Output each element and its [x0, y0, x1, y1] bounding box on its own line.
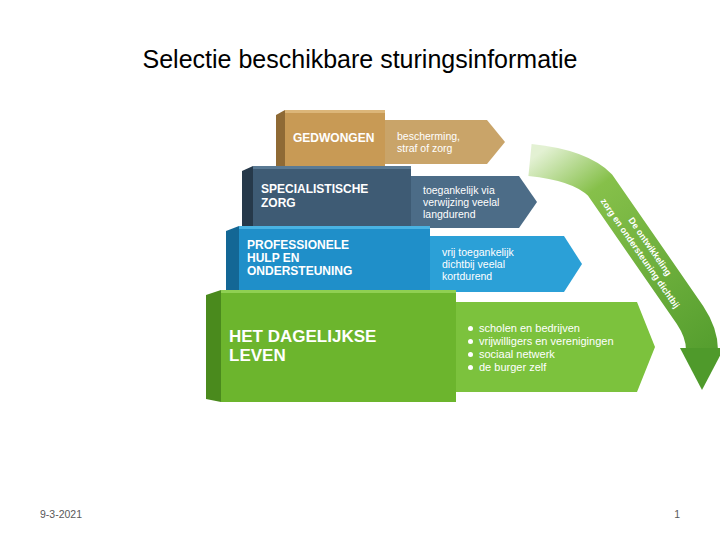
title-box: Selectie beschikbare sturingsinformatie: [0, 44, 720, 74]
step-description: vrij toegankelijk dichtbij veelal kortdu…: [442, 246, 542, 282]
step-top-edge: [221, 290, 456, 293]
description-box: bescherming, straf of zorg: [397, 130, 477, 154]
step-front: [221, 290, 456, 402]
step-band: [428, 236, 582, 292]
bullet-text: sociaal netwerk: [479, 348, 555, 360]
footer-box: 9-3-2021: [40, 508, 160, 521]
step-band: [454, 302, 655, 392]
step-side: [242, 166, 253, 236]
footer-label: 9-3-2021: [40, 508, 160, 521]
step-description: toegankelijk via verwijzing veelal langd…: [423, 184, 515, 220]
footer-label: 1: [560, 508, 680, 521]
step-heading: GEDWONGEN: [293, 131, 374, 145]
step-heading: PROFESSIONELE HULP EN ONDERSTEUNING: [247, 239, 382, 278]
bullet-text: scholen en bedrijven: [479, 322, 580, 334]
step-band: [409, 176, 537, 228]
heading-box: PROFESSIONELE HULP EN ONDERSTEUNING: [247, 239, 382, 278]
bullet-row: vrijwilligers en verenigingen: [468, 335, 633, 347]
pyramid-step: HET DAGELIJKSE LEVEN scholen en bedrijven…: [206, 290, 655, 402]
footer-box: 1: [560, 508, 680, 521]
bullet-row: scholen en bedrijven: [468, 322, 633, 334]
step-front: [285, 110, 385, 172]
bullet-dot: [468, 365, 473, 370]
bullet-dot: [468, 326, 473, 331]
bullet-dot: [468, 339, 473, 344]
description-box: scholen en bedrijvenvrijwilligers en ver…: [468, 321, 633, 374]
bullet-row: sociaal netwerk: [468, 348, 633, 360]
arrow-head: [680, 348, 720, 390]
pyramid-step: PROFESSIONELE HULP EN ONDERSTEUNING vrij …: [226, 226, 582, 300]
step-heading: SPECIALISTISCHE ZORG: [261, 182, 401, 210]
heading-box: GEDWONGEN: [293, 131, 374, 145]
heading-box: SPECIALISTISCHE ZORG: [261, 182, 401, 210]
description-row: vrij toegankelijk dichtbij veelal kortdu…: [442, 246, 542, 282]
description-box: vrij toegankelijk dichtbij veelal kortdu…: [442, 246, 542, 282]
heading-box: HET DAGELIJKSE LEVEN: [229, 327, 379, 365]
slide-title: Selectie beschikbare sturingsinformatie: [0, 44, 720, 74]
step-top-edge: [253, 166, 411, 169]
step-front: [239, 226, 430, 300]
step-top-edge: [239, 226, 430, 229]
step-top-edge: [285, 110, 385, 113]
arrow-label: De ontwikkeling: [594, 169, 706, 324]
bullet-dot: [468, 352, 473, 357]
pyramid-step: GEDWONGEN bescherming, straf of zorg: [276, 110, 505, 172]
step-heading: HET DAGELIJKSE LEVEN: [229, 327, 379, 365]
description-box: toegankelijk via verwijzing veelal langd…: [423, 184, 515, 220]
step-side: [276, 110, 285, 172]
pyramid-step: SPECIALISTISCHE ZORG toegankelijk via ver…: [242, 166, 537, 236]
step-front: [253, 166, 411, 236]
bullet-row: de burger zelf: [468, 361, 633, 373]
description-row: toegankelijk via verwijzing veelal langd…: [423, 184, 515, 220]
step-side: [206, 290, 221, 402]
bullet-text: de burger zelf: [479, 361, 546, 373]
bullet-text: vrijwilligers en verenigingen: [479, 335, 614, 347]
step-band: [383, 120, 505, 164]
step-side: [226, 226, 239, 300]
step-description: bescherming, straf of zorg: [397, 130, 477, 154]
description-row: bescherming, straf of zorg: [397, 130, 477, 154]
